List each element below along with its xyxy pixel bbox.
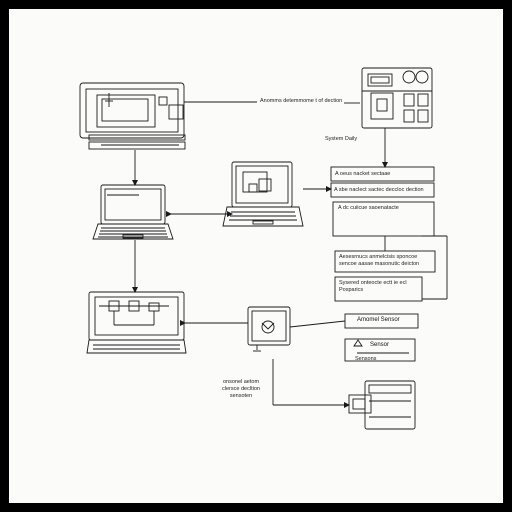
monitor-window-icon	[79, 82, 186, 150]
sensor-label: Sensor	[370, 342, 390, 348]
box-1-label: A oeus nacket sectaae	[335, 171, 391, 177]
label-box-5	[334, 276, 423, 302]
anomaly-sensor-label: Amomel Sensor	[357, 317, 400, 323]
diagram-canvas: Anomms detemmome t of dection System Dai…	[9, 9, 503, 503]
box-4-label: Aesesrnucs anmelcisis sponcoe sencoe aas…	[339, 254, 420, 267]
label-box-3	[332, 201, 435, 237]
diagram-graphics	[79, 67, 448, 430]
connector	[289, 320, 346, 328]
small-monitor-icon	[247, 306, 291, 352]
top-arrow-label: Anomms detemmome t of dection	[260, 98, 343, 104]
box-2-label: A sbe naclect sactec deccloc dection	[334, 187, 424, 193]
laptop-icon	[92, 184, 174, 240]
workstation-icon	[86, 291, 187, 354]
sensors-label: Sensons	[355, 356, 377, 362]
box-3-label: A dc cuiicue saoenatacte	[338, 205, 399, 211]
server-box-icon	[348, 380, 416, 430]
system-daily-label: System Daily	[325, 136, 358, 142]
laptop-icon	[222, 161, 304, 227]
control-panel-icon	[361, 67, 433, 129]
box-5-label: Sysered onteocte ectt ie ecl Posparics	[339, 280, 407, 293]
sensor-box	[344, 338, 416, 362]
left-caption: onsonel aetom clersce decltion sensoten	[222, 379, 260, 399]
